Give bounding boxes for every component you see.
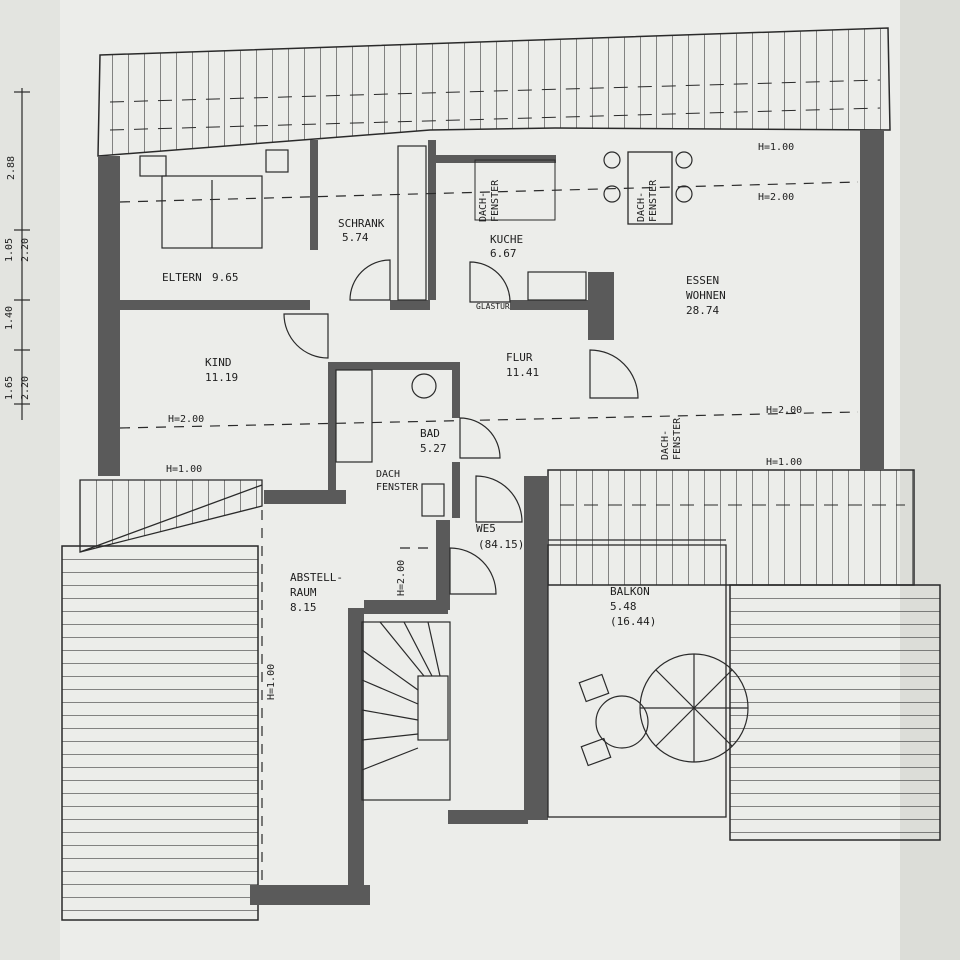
room-bad-area: 5.27 (420, 442, 447, 455)
label-h1-abstell: H=1.00 (266, 664, 277, 700)
kitchen-counter (527, 271, 587, 301)
room-essen-name-1: ESSEN (686, 274, 719, 287)
sink (411, 373, 437, 399)
label-dach-bad-2: FENSTER (376, 482, 419, 493)
room-eltern-name: ELTERN (162, 271, 202, 284)
exterior-walls (98, 130, 884, 905)
room-essen-name-2: WOHNEN (686, 289, 726, 302)
annotations: GLASTUR DACH- FENSTER DACH- FENSTER DACH… (166, 142, 802, 700)
room-schrank-area: 5.74 (342, 231, 369, 244)
label-dach-essen-1: DACH- (636, 192, 647, 222)
door-arc-eltern (349, 259, 391, 301)
wardrobe (397, 145, 427, 301)
room-kind-name: KIND (205, 356, 232, 369)
dim-label-6: 2.20 (20, 376, 31, 400)
door-arc-balkon (475, 475, 523, 523)
room-labels: ELTERN 9.65 SCHRANK 5.74 KUCHE 6.67 ESSE… (162, 217, 726, 628)
bathtub (335, 369, 373, 463)
label-h2-wohnen: H=2.00 (766, 405, 802, 416)
room-abstell-name-2: RAUM (290, 586, 317, 599)
dimension-chain (14, 88, 30, 420)
umbrella-icon (578, 653, 749, 767)
dim-label-5: 1.65 (4, 376, 15, 400)
label-dach-essen-2: FENSTER (648, 179, 659, 222)
label-h1-kind: H=1.00 (166, 464, 202, 475)
label-h2-stair: H=2.00 (396, 560, 407, 596)
label-h1-wohnen: H=1.00 (766, 457, 802, 468)
door-arc-kuche (469, 261, 511, 303)
door-arc-bad (459, 417, 501, 459)
room-balkon-extra: (16.44) (610, 615, 656, 628)
label-dach-wohnen-1: DACH- (660, 430, 671, 460)
interior-walls (120, 140, 614, 824)
roof-left-slope (61, 479, 263, 921)
room-balkon-area: 5.48 (610, 600, 637, 613)
label-h2-kind: H=2.00 (168, 414, 204, 425)
toilet (421, 483, 445, 517)
room-essen-area: 28.74 (686, 304, 719, 317)
paper-shadow-left (0, 0, 60, 960)
height-lines (119, 181, 859, 880)
dimension-labels: 2.88 1.05 2.20 1.40 1.65 2.20 (4, 156, 31, 400)
label-dach-wohnen-2: FENSTER (672, 417, 683, 460)
label-h2-top: H=2.00 (758, 192, 794, 203)
dim-label-3: 2.20 (20, 238, 31, 262)
roof-right-slope (547, 469, 941, 841)
room-wes-area: (84.15) (478, 538, 524, 551)
dim-label-1: 2.88 (6, 156, 17, 180)
room-wes-name: WE5 (476, 522, 496, 535)
room-kuche-area: 6.67 (490, 247, 517, 260)
door-arc-kind (283, 313, 329, 359)
dim-label-4: 1.40 (4, 306, 15, 330)
room-abstell-area: 8.15 (290, 601, 317, 614)
label-glastur: GLASTUR (476, 302, 510, 311)
room-eltern-area: 9.65 (212, 271, 239, 284)
label-dach-kuche-1: DACH- (478, 192, 489, 222)
staircase (361, 621, 451, 801)
room-bad-name: BAD (420, 427, 440, 440)
label-h1-top: H=1.00 (758, 142, 794, 153)
room-flur-area: 11.41 (506, 366, 539, 379)
room-abstell-name-1: ABSTELL- (290, 571, 343, 584)
room-kuche-name: KUCHE (490, 233, 523, 246)
door-swings (283, 259, 639, 595)
door-arc-wohnen (589, 349, 639, 399)
balcony-deck (547, 539, 727, 818)
door-arc-abstell (449, 547, 497, 595)
dim-label-2: 1.05 (4, 238, 15, 262)
room-flur-name: FLUR (506, 351, 533, 364)
label-dach-kuche-2: FENSTER (490, 179, 501, 222)
room-kind-area: 11.19 (205, 371, 238, 384)
dormer-frame-essen (627, 151, 673, 225)
label-dach-bad-1: DACH (376, 469, 400, 480)
room-schrank-name: SCHRANK (338, 217, 385, 230)
furniture (139, 145, 693, 517)
room-balkon-name: BALKON (610, 585, 650, 598)
